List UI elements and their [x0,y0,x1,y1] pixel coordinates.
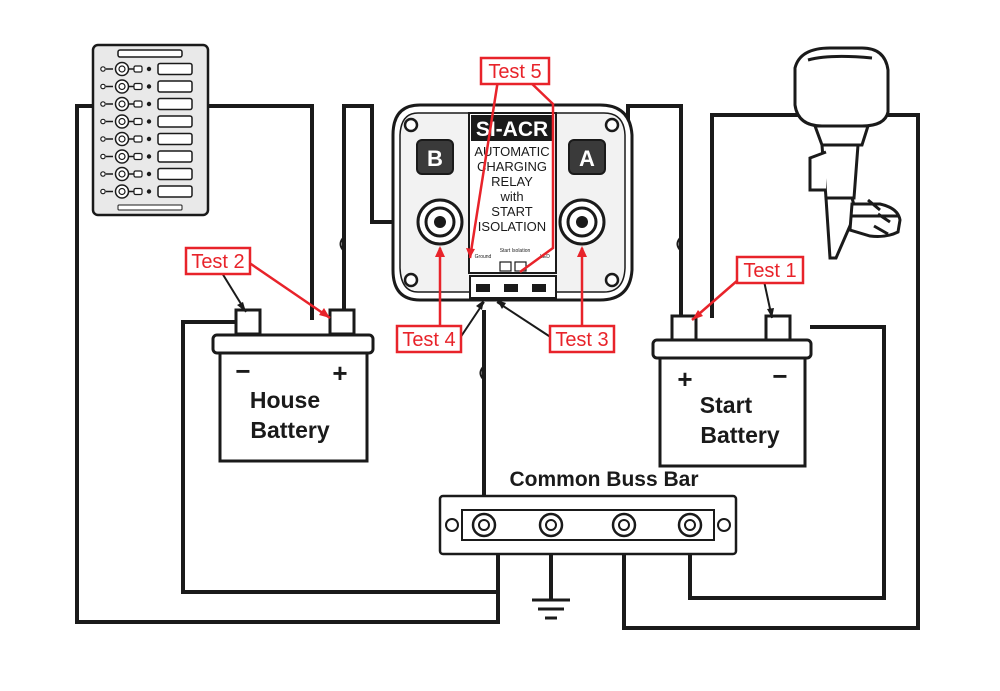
test4-box [395,324,463,354]
acr-line-6: ISOLATION [478,219,546,234]
house-battery: − + House Battery [211,308,375,463]
switch-row [100,149,193,164]
acr-line-3: RELAY [491,174,533,189]
test3-label: Test 3 [555,329,608,351]
buss-stud [677,512,703,538]
switch-row [100,131,193,147]
test1-box [735,255,805,285]
acr-line-4: with [499,189,523,204]
terminal-a-badge [568,139,606,175]
switch-row [100,79,193,94]
port-led-label: LED [540,254,550,260]
house-battery-label-2: Battery [250,417,329,443]
wires [75,104,920,630]
start-battery-label-2: Battery [700,422,779,448]
start-negative-post [764,314,792,342]
buss-stud [471,512,497,538]
terminal-b-stud [416,198,464,246]
test5-arrow-left [468,79,500,259]
switch-row [100,61,193,77]
test4-label: Test 4 [402,329,455,351]
wire-start-negative [688,325,886,600]
buss-studs [471,512,703,538]
port-start-isolation-label: Start Isolation [500,248,531,254]
ground-symbol [532,598,570,620]
wire-panel-positive [200,104,314,320]
acr-line-1: AUTOMATIC [474,144,549,159]
switch-row [100,184,193,199]
acr-line-5: START [491,204,532,219]
test3-black-arrow [496,301,553,339]
wire-engine-positive [710,113,822,318]
buss-stud [611,512,637,538]
test-annotations: Test 5 Test 2 Test 1 Test 4 Test 3 [184,56,805,354]
wire-house-to-acr-b [342,104,420,320]
test5-box [479,56,551,86]
test1-label: Test 1 [743,260,796,282]
acr-line-2: CHARGING [477,159,547,174]
test2-red-arrow [247,260,331,320]
switch-row [100,114,193,129]
house-negative-post [234,308,262,336]
test3-box [548,324,616,354]
house-negative-symbol: − [235,356,250,386]
test5-label: Test 5 [488,61,541,83]
acr-title: SI-ACR [476,118,548,141]
fuses [339,236,682,381]
buss-bar-label: Common Buss Bar [509,468,698,491]
test2-box [184,246,252,276]
terminal-a-label: A [579,146,595,171]
port-ground-label: Ground [475,254,492,260]
start-positive-symbol: + [677,364,692,394]
buss-stud [538,512,564,538]
house-positive-symbol: + [332,358,347,388]
si-acr-relay: B A SI-ACR AUTOMATIC CHARGING RELAY with… [391,103,634,302]
start-battery: + − Start Battery [651,314,813,468]
fuse-start [676,236,682,252]
terminal-b-badge [416,139,454,175]
terminal-b-label: B [427,146,443,171]
start-negative-symbol: − [772,361,787,391]
start-battery-label-1: Start [700,392,753,418]
switch-row [100,96,193,112]
terminal-a-stud [558,198,606,246]
house-battery-label-1: House [250,387,320,413]
fuse-acr-ground [479,365,485,381]
wire-engine-negative [622,113,920,630]
test2-label: Test 2 [191,251,244,273]
switch-rows [100,61,193,199]
test5-arrow-right [519,79,555,274]
wire-house-negative [181,320,498,594]
switch-panel [91,43,210,217]
house-positive-post [328,308,356,336]
switch-row [100,166,193,182]
common-buss-bar: Common Buss Bar [438,468,738,556]
fuse-house [339,236,345,252]
outboard-engine [793,46,902,260]
